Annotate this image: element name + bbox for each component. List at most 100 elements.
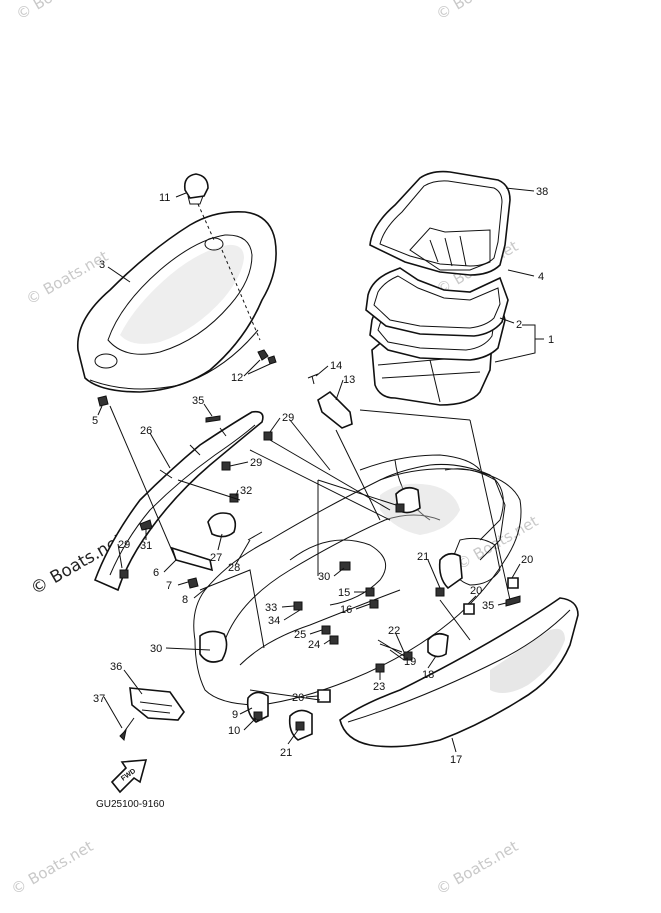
part-22-nut xyxy=(403,651,413,661)
side-panel-shade xyxy=(490,628,565,694)
leader-30-top xyxy=(333,567,345,577)
hull-deck-contour-2 xyxy=(239,589,401,666)
part-31-screw xyxy=(139,519,153,531)
leader-29a xyxy=(269,417,281,433)
part-13-bracket xyxy=(317,390,353,429)
callout-10: 10 xyxy=(228,725,240,737)
callout-labels: 38 4 2 1 3 11 12 5 14 13 35 29 26 29 32 … xyxy=(92,186,554,766)
watermark-top-right: © Boats.net xyxy=(433,0,521,23)
leader-lines xyxy=(97,187,544,753)
part-5-clip xyxy=(97,395,109,407)
part-21-pad-right xyxy=(438,552,463,590)
callout-35-right: 35 xyxy=(482,600,494,612)
leader-26 xyxy=(149,432,171,469)
callout-16: 16 xyxy=(340,604,352,616)
floor-mat-part xyxy=(129,687,185,721)
screw-part xyxy=(119,717,135,742)
leader-35-top xyxy=(203,403,213,417)
callout-32: 32 xyxy=(240,485,252,497)
part-7-nut xyxy=(187,577,199,589)
side-rail-inner xyxy=(109,424,256,576)
callout-15: 15 xyxy=(338,587,350,599)
hull-right-block xyxy=(444,468,506,561)
leader-18 xyxy=(427,655,437,669)
side-panel-right xyxy=(339,597,579,748)
watermark-mid-left: © Boats.net xyxy=(23,247,111,308)
storage-box-gasket-inner xyxy=(373,275,501,329)
leader-5 xyxy=(97,405,103,416)
hood-cap-hole xyxy=(204,237,224,251)
callout-30-top: 30 xyxy=(318,571,330,583)
leader-38 xyxy=(505,187,535,192)
part-20-block-right-b xyxy=(463,603,475,615)
part-33-nut xyxy=(293,601,303,611)
guide-line-2 xyxy=(109,405,241,561)
part-23-nut xyxy=(375,663,385,673)
part-27-pad xyxy=(207,512,237,538)
part-35-pin-top xyxy=(205,415,221,423)
storage-box-assembly xyxy=(365,170,511,406)
leader-12 xyxy=(243,359,271,377)
callout-18: 18 xyxy=(422,669,434,681)
callout-29c: 29 xyxy=(118,539,130,551)
part-9-pad xyxy=(246,691,269,723)
callout-13: 13 xyxy=(343,374,355,386)
leader-24 xyxy=(323,639,331,645)
side-panel-outline xyxy=(339,597,579,748)
leader-34 xyxy=(283,609,301,621)
hood-edge xyxy=(89,329,259,390)
leader-4 xyxy=(507,269,535,277)
callout-21-bottom: 21 xyxy=(280,747,292,759)
callout-33: 33 xyxy=(265,602,277,614)
watermark-bottom-left: © Boats.net xyxy=(8,837,96,898)
callout-20-right-a: 20 xyxy=(521,554,533,566)
part-29-clip-a xyxy=(263,431,273,441)
leader-22 xyxy=(395,633,405,653)
leader-20-bottom xyxy=(305,695,319,698)
callout-36: 36 xyxy=(110,661,122,673)
hull-rear-deck xyxy=(379,464,504,541)
callout-6: 6 xyxy=(153,567,159,579)
side-panel-edge xyxy=(347,609,571,723)
storage-bin-upper xyxy=(369,170,511,276)
callout-19: 19 xyxy=(404,656,416,668)
callout-4: 4 xyxy=(538,271,544,283)
part-6-bracket xyxy=(170,546,214,572)
fwd-arrow-shape xyxy=(110,759,148,794)
leader-19 xyxy=(389,649,405,661)
callout-7: 7 xyxy=(166,580,172,592)
storage-bin-shading xyxy=(429,235,467,267)
hull-deck-contour-1 xyxy=(224,514,441,641)
floor-mat-texture xyxy=(139,701,173,714)
leader-30-bottom xyxy=(165,647,211,651)
hull-deck-contour-3 xyxy=(289,539,387,606)
part-30-pad-b xyxy=(199,630,228,663)
part-14-screw xyxy=(307,373,319,385)
callout-23: 23 xyxy=(373,681,385,693)
cap-rim xyxy=(187,195,204,205)
hull-engine-shade xyxy=(380,483,460,535)
leader-3 xyxy=(107,266,131,283)
screw-head xyxy=(119,728,127,742)
part-15-washer xyxy=(365,587,375,597)
leader-20-right-b xyxy=(467,595,477,605)
part-16-nut xyxy=(369,599,379,609)
leader-32 xyxy=(235,489,239,497)
part-21-screw-right xyxy=(435,587,445,597)
callout-30-bottom: 30 xyxy=(150,643,162,655)
callout-29b: 29 xyxy=(250,457,262,469)
leader-9 xyxy=(239,707,253,715)
leader-21-right xyxy=(427,559,441,589)
callout-14: 14 xyxy=(330,360,342,372)
watermark-top-left: © Boats.net xyxy=(13,0,101,23)
callout-29a: 29 xyxy=(282,412,294,424)
leader-37 xyxy=(103,696,123,729)
leader-21-bottom xyxy=(287,729,299,745)
callout-11: 11 xyxy=(159,192,170,204)
side-rail-left xyxy=(93,410,264,592)
leader-33 xyxy=(281,605,295,608)
leader-27 xyxy=(217,533,223,551)
part-30-screw-top xyxy=(395,503,405,513)
callout-24: 24 xyxy=(308,639,320,651)
